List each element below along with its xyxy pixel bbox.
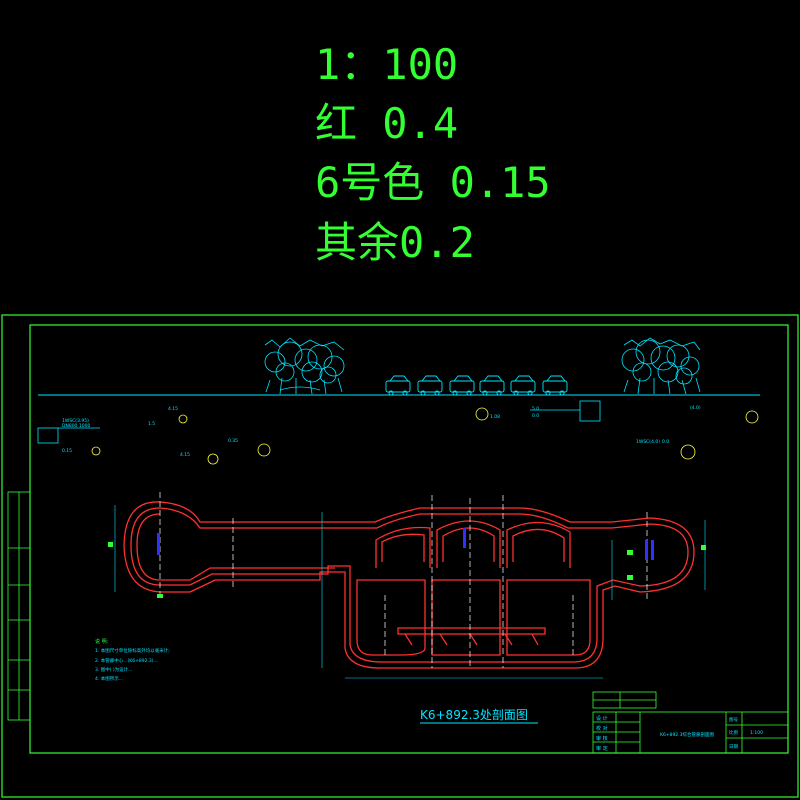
notes-line-1: 1. 本图尺寸单位除标高外均以毫米计; <box>95 647 170 654</box>
dimension-lines <box>114 505 706 679</box>
centerlines <box>159 492 648 668</box>
outer-frame <box>1 314 799 798</box>
tree-group-left <box>264 337 345 395</box>
annotation-k: 0.0 <box>662 439 669 445</box>
annotation-g: 5.0 <box>532 406 539 412</box>
annotation-i: (4.0) <box>690 405 701 411</box>
annotation-a: 0.15 <box>62 448 72 454</box>
notes-line-3: 3. 图中( )为设计... <box>95 666 132 673</box>
utility-annotations <box>37 400 759 465</box>
section-title: K6+892.3处剖面图 <box>420 708 528 722</box>
annotation-e: 0.35 <box>228 438 238 444</box>
title-block-reviewer-label: 审 核 <box>596 735 608 742</box>
annotation-b: 4.15 <box>168 406 178 412</box>
title-block-drawing-name: K6+892.3综合管廊剖面图 <box>660 731 714 738</box>
inner-frame <box>29 324 789 754</box>
annotation-h: 0.0 <box>532 413 539 419</box>
left-margin-table <box>7 491 31 721</box>
title-block-cell-number: 图号 <box>729 717 738 723</box>
title-block-checker-label: 校 对 <box>596 725 608 732</box>
notes-line-2: 2. 本管廊中心...(K6+892.3)... <box>95 657 158 664</box>
cable-markers <box>108 542 706 598</box>
tree-group-right <box>621 337 701 395</box>
title-block-scale-value: 1:100 <box>750 730 763 736</box>
pipes <box>157 528 654 560</box>
title-block-cell-scale: 比例 <box>729 729 738 736</box>
note-color6-weight: 6号色 0.15 <box>315 158 551 207</box>
title-block-approver-label: 审 定 <box>596 745 608 752</box>
vehicles <box>385 375 568 396</box>
note-other-weight: 其余0.2 <box>315 218 475 267</box>
title-block-cell-date: 日期 <box>729 744 738 750</box>
annotation-j: 1WSC(4.0) <box>636 439 660 445</box>
tunnel-section <box>123 501 695 669</box>
annotation-f: 1.08 <box>490 414 500 420</box>
title-block-designer-label: 设 计 <box>596 715 608 722</box>
annotation-1wsc: 1WSC(3.95) <box>62 418 89 424</box>
annotation-c: 1.5 <box>148 421 155 427</box>
note-scale: 1：100 <box>315 40 459 89</box>
title-block <box>592 691 789 754</box>
note-red-weight: 红 0.4 <box>315 99 459 148</box>
notes-line-4: 4. 本图所示... <box>95 675 123 682</box>
notes-heading: 说 明: <box>95 638 109 645</box>
annotation-dn800: DN800 1000 <box>62 423 90 429</box>
annotation-d: 4.15 <box>180 452 190 458</box>
